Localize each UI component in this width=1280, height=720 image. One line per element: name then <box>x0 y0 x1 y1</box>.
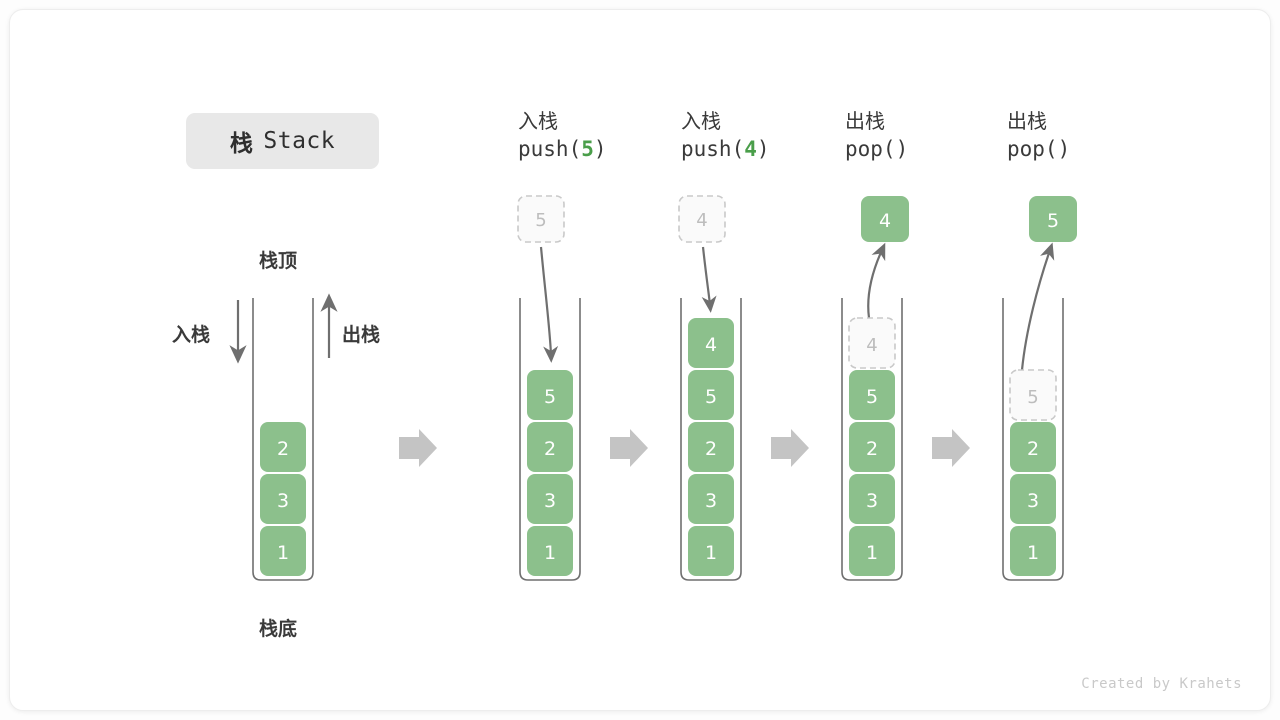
diagram-title: 栈 Stack <box>186 113 379 169</box>
operation-cn: 出栈 <box>1007 109 1047 133</box>
push-curve-arrow-4 <box>701 246 717 313</box>
stack-item: 2 <box>260 422 306 472</box>
floating-box-popped-4: 4 <box>861 196 909 242</box>
operation-close: ) <box>1057 137 1071 161</box>
stack-item-value: 5 <box>544 386 556 408</box>
stack-container-after-pop-5 <box>1002 298 1064 581</box>
pop-curve-arrow-5 <box>1020 242 1055 371</box>
stack-item: 1 <box>1010 526 1056 576</box>
stack-item-ghost: 5 <box>1009 369 1057 421</box>
stack-item-value: 3 <box>544 490 556 512</box>
stack-top-label: 栈顶 <box>259 250 298 272</box>
stack-item: 2 <box>527 422 573 472</box>
stack-item-value: 4 <box>866 335 877 356</box>
stack-item-value: 1 <box>544 542 556 564</box>
stack-item-value: 3 <box>277 490 289 512</box>
stack-item: 3 <box>849 474 895 524</box>
operation-code: pop() <box>1007 135 1070 163</box>
stack-item: 3 <box>688 474 734 524</box>
operation-label-pop-2: 出栈 pop() <box>1007 108 1070 163</box>
operation-cn: 入栈 <box>681 109 721 133</box>
stack-item-value: 2 <box>1027 438 1039 460</box>
stack-item: 1 <box>260 526 306 576</box>
stack-item: 1 <box>849 526 895 576</box>
stack-item: 1 <box>688 526 734 576</box>
stack-item: 1 <box>527 526 573 576</box>
operation-fn: push( <box>681 137 745 161</box>
operation-arg: 5 <box>581 137 594 161</box>
operation-cn: 出栈 <box>845 109 885 133</box>
title-cn: 栈 <box>229 131 254 157</box>
stack-item-value: 5 <box>705 386 717 408</box>
operation-fn: pop( <box>845 137 896 161</box>
floating-box-incoming-5: 5 <box>517 195 565 243</box>
operation-arg: 4 <box>744 137 757 161</box>
operation-fn: pop( <box>1007 137 1058 161</box>
operation-label-pop-1: 出栈 pop() <box>845 108 908 163</box>
stack-item: 3 <box>527 474 573 524</box>
floating-box-value: 5 <box>1047 210 1059 232</box>
floating-box-value: 5 <box>535 210 546 231</box>
stack-container-after-push-5 <box>519 298 581 581</box>
operation-label-push-4: 入栈 push(4) <box>681 108 770 163</box>
operation-code: push(5) <box>518 135 607 163</box>
stack-item-value: 3 <box>866 490 878 512</box>
stack-item-value: 1 <box>866 542 878 564</box>
stack-item: 2 <box>849 422 895 472</box>
stack-item: 4 <box>688 318 734 368</box>
stack-item-value: 2 <box>277 438 289 460</box>
stack-item-value: 1 <box>705 542 717 564</box>
stack-container-initial <box>252 298 314 581</box>
stage-arrow-3 <box>771 429 809 467</box>
operation-code: push(4) <box>681 135 770 163</box>
stage-arrow-2 <box>610 429 648 467</box>
stage-arrow-1 <box>399 429 437 467</box>
stack-item: 3 <box>260 474 306 524</box>
floating-box-incoming-4: 4 <box>678 195 726 243</box>
floating-box-value: 4 <box>696 210 707 231</box>
operation-close: ) <box>593 137 607 161</box>
stack-item-value: 5 <box>1027 387 1038 408</box>
operation-cn: 入栈 <box>518 109 558 133</box>
stack-item-value: 1 <box>1027 542 1039 564</box>
stack-item: 3 <box>1010 474 1056 524</box>
stack-item-ghost: 4 <box>848 317 896 369</box>
stack-item: 2 <box>1010 422 1056 472</box>
pop-curve-arrow-4 <box>867 242 886 319</box>
stack-item-value: 4 <box>705 334 717 356</box>
floating-box-value: 4 <box>879 210 891 232</box>
stack-bottom-label: 栈底 <box>259 618 298 640</box>
stack-item: 5 <box>527 370 573 420</box>
push-curve-arrow-5 <box>539 246 559 363</box>
floating-box-popped-5: 5 <box>1029 196 1077 242</box>
credit-text: Created by Krahets <box>1081 676 1242 692</box>
stack-item-value: 2 <box>866 438 878 460</box>
stack-item-value: 2 <box>705 438 717 460</box>
stack-item: 2 <box>688 422 734 472</box>
stack-item-value: 3 <box>705 490 717 512</box>
stack-item-value: 1 <box>277 542 289 564</box>
stack-item: 5 <box>849 370 895 420</box>
stack-item-value: 3 <box>1027 490 1039 512</box>
pop-side-label: 出栈 <box>342 324 381 346</box>
operation-close: ) <box>756 137 770 161</box>
stack-container-after-pop-4 <box>841 298 903 581</box>
stage-arrow-4 <box>932 429 970 467</box>
operation-fn: push( <box>518 137 582 161</box>
operation-label-push-5: 入栈 push(5) <box>518 108 607 163</box>
push-side-label: 入栈 <box>172 324 211 346</box>
stack-item-value: 2 <box>544 438 556 460</box>
stack-item-value: 5 <box>866 386 878 408</box>
title-en: Stack <box>263 128 336 154</box>
stack-item: 5 <box>688 370 734 420</box>
stack-container-after-push-4 <box>680 298 742 581</box>
operation-close: ) <box>895 137 909 161</box>
operation-code: pop() <box>845 135 908 163</box>
